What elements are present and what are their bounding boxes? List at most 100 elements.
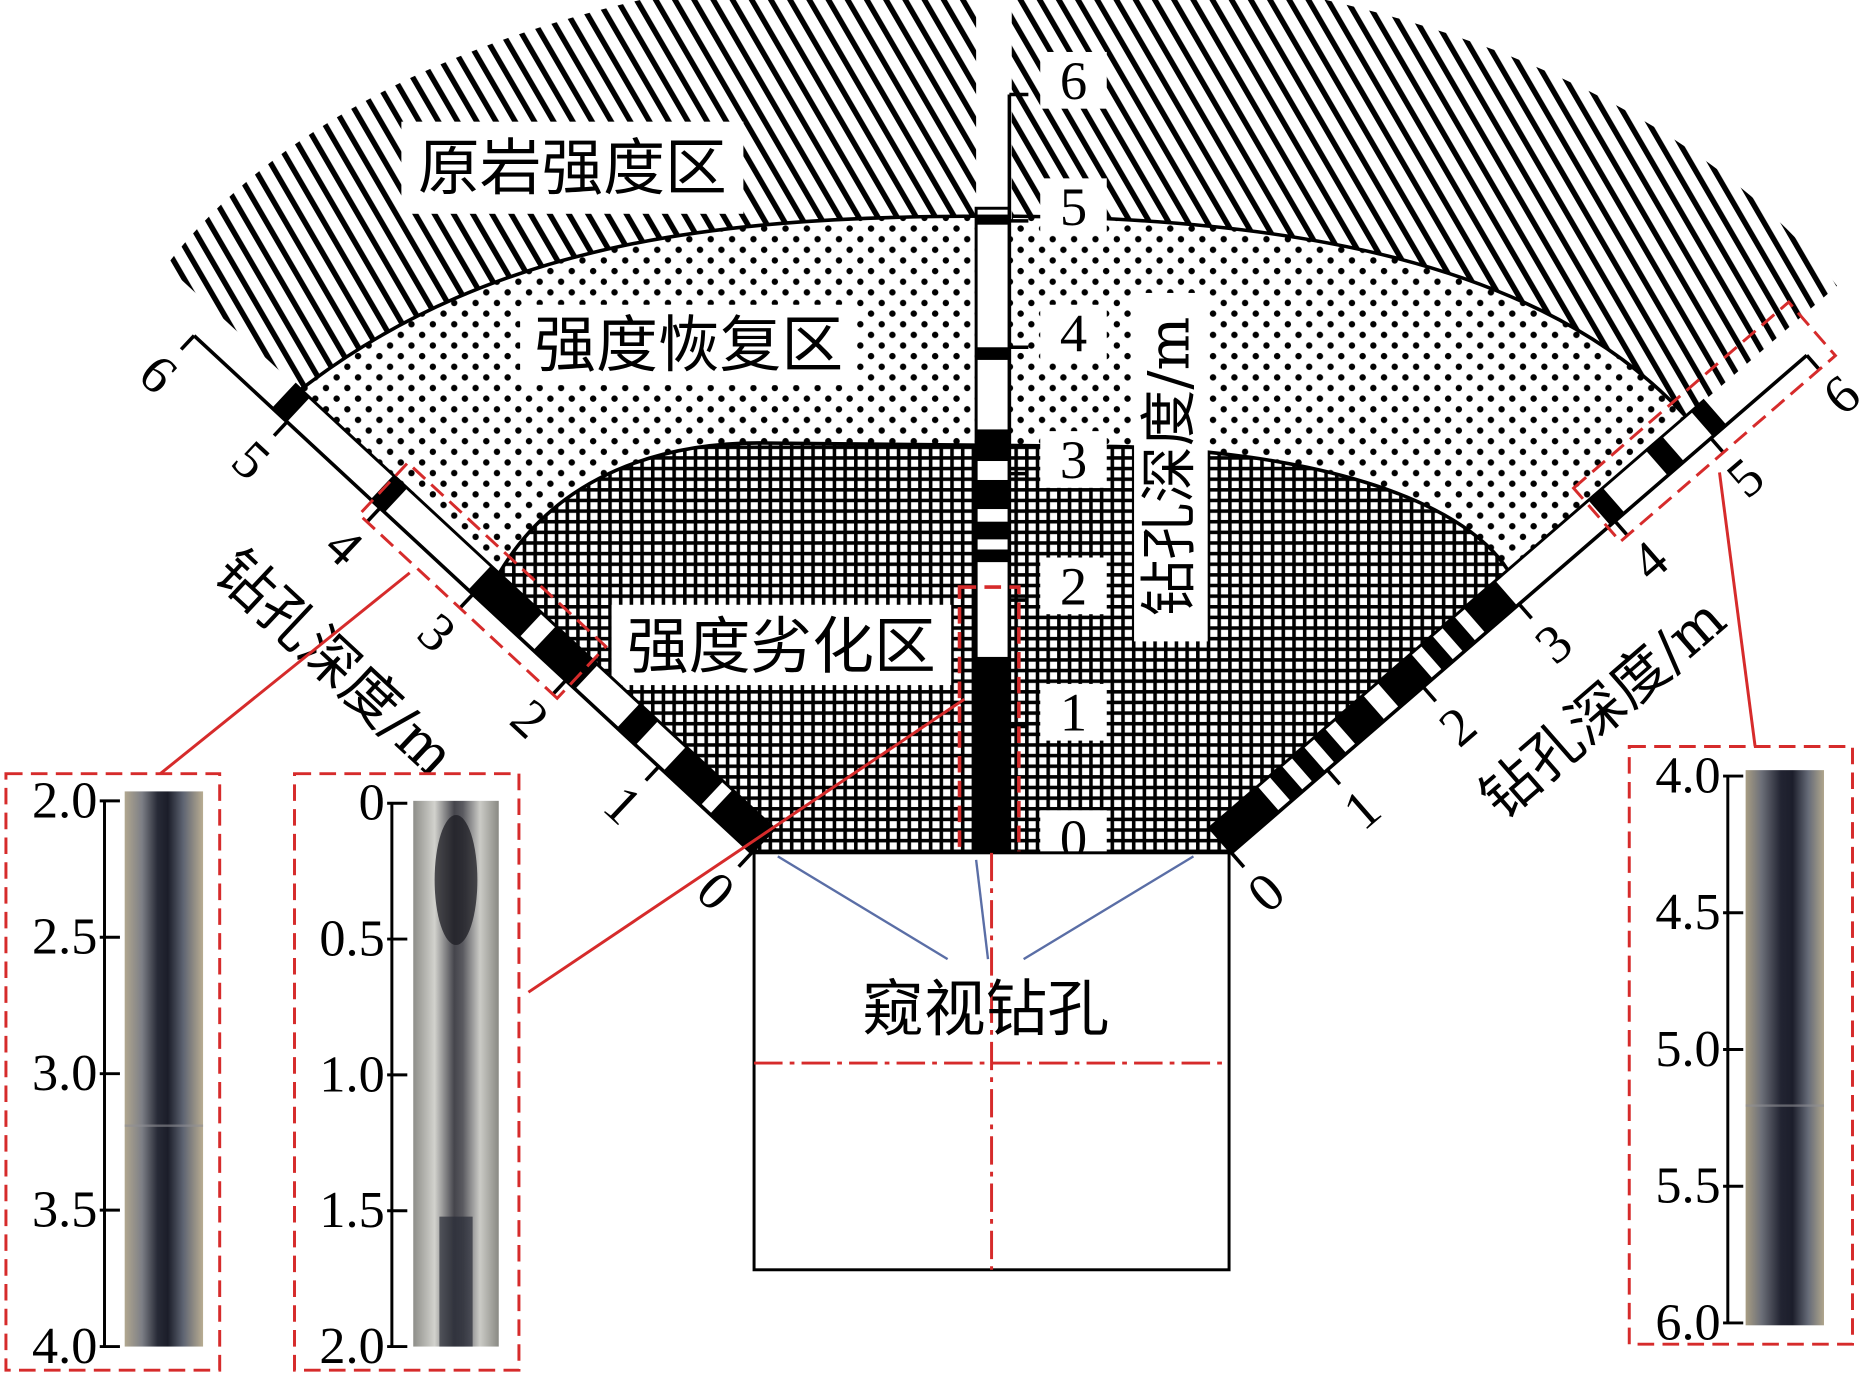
depth-tick (365, 506, 382, 524)
depth-label: 1 (1060, 682, 1087, 743)
center-axis-title-bg (1134, 292, 1208, 642)
depth-label: 1 (1331, 777, 1392, 841)
depth-tick (1613, 519, 1629, 537)
inset-tick-label: 4.0 (32, 1318, 97, 1375)
depth-label: 2 (499, 687, 561, 750)
fracture-segment (468, 565, 543, 638)
inset-tick-label: 5.5 (1655, 1158, 1720, 1215)
fracture-segment (1291, 746, 1326, 783)
depth-label: 2 (1060, 555, 1087, 616)
inset-tick-label: 2.0 (32, 772, 97, 829)
depth-label-bg (1040, 304, 1107, 362)
center-borehole (974, 92, 1029, 855)
degradation-zone-boundary (497, 441, 1510, 575)
depth-tick (551, 679, 568, 696)
borehole-photo-seam (124, 1124, 204, 1127)
original-zone-label: 原岩强度区 (418, 132, 727, 204)
depth-label: 3 (1523, 611, 1584, 675)
borehole-photo-seam (1745, 1104, 1824, 1107)
depth-label: 5 (1060, 176, 1087, 237)
depth-label: 2 (1427, 694, 1488, 758)
fracture-segment (976, 549, 1010, 563)
leader-line-left (777, 855, 949, 961)
depth-tick (644, 765, 661, 782)
inset-tick-label: 1.5 (319, 1182, 384, 1239)
left-borehole (179, 334, 777, 868)
depth-label: 3 (1060, 429, 1087, 490)
depth-label: 1 (592, 773, 654, 836)
fracture-segment (1334, 695, 1385, 746)
connector-left (159, 571, 411, 775)
fracture-segment (976, 656, 1010, 853)
leader-line-right (1023, 855, 1195, 961)
inset-tick-label: 3.5 (32, 1182, 97, 1239)
inset-tick-label: 4.5 (1655, 884, 1720, 941)
degraded-zone-label-bg (611, 604, 952, 686)
connector-right (1718, 472, 1757, 747)
inset-tick-label: 2.5 (32, 909, 97, 966)
depth-label: 0 (685, 859, 747, 922)
fracture-segment (1691, 400, 1726, 437)
right-highlight-box (1571, 300, 1838, 544)
center-gap (976, 0, 1012, 225)
depth-label-bg (1040, 683, 1107, 741)
fracture-segment (616, 703, 659, 746)
depth-label: 6 (128, 342, 190, 405)
inset-left: 2.0 2.5 3.0 3.5 4.0 (4, 772, 222, 1375)
depth-label: 4 (1619, 529, 1680, 593)
leader-line-center (974, 859, 990, 960)
depth-label: 5 (221, 428, 283, 491)
depth-label-bg (1040, 51, 1107, 109)
fracture-segment (1313, 728, 1347, 764)
recovery-zone-label-bg (520, 304, 855, 386)
inset-tick-label: 5.0 (1655, 1021, 1720, 1078)
depth-tick (1230, 851, 1246, 869)
fracture-segment (273, 384, 310, 422)
center-axis-title: 钻孔深度/m (1137, 317, 1203, 617)
depth-label: 4 (1060, 303, 1087, 364)
depth-tick (1805, 354, 1821, 371)
depth-label-bg (1040, 557, 1107, 615)
fracture-segment (1645, 436, 1685, 476)
inset-tick-label: 3.0 (32, 1045, 97, 1102)
fracture-segment (1209, 786, 1280, 853)
depth-label-bg (1040, 178, 1107, 236)
depth-tick (1421, 685, 1438, 703)
inset-center: 00.51.01.52.0 (293, 772, 521, 1375)
fracture-segment (1269, 765, 1304, 802)
fracture-segment (1588, 487, 1625, 526)
fracture-segment (976, 347, 1010, 360)
fracture-segment (1463, 580, 1518, 634)
inset-tick-label: 6.0 (1655, 1295, 1720, 1352)
depth-tick (1325, 768, 1342, 786)
inset-tick-label: 4.0 (1655, 748, 1720, 805)
fracture-segment (976, 521, 1010, 540)
depth-label-bg (1040, 431, 1107, 488)
original-zone-label-bg (401, 121, 744, 214)
inset-tick-label: 2.0 (319, 1318, 384, 1375)
borehole-label: 窥视钻孔 (862, 973, 1109, 1045)
depth-tick (458, 593, 475, 610)
borehole-photo (124, 791, 204, 1347)
inset-tick-label: 1.0 (319, 1046, 384, 1103)
fracture-segment (976, 214, 1010, 225)
depth-label: 4 (314, 515, 376, 578)
depth-tick (272, 420, 289, 437)
fracture-segment (1420, 635, 1454, 671)
inset-right: 4.0 4.5 5.0 5.5 6.0 (1627, 745, 1854, 1352)
fracture-segment (1441, 616, 1476, 653)
depth-tick (1709, 437, 1725, 454)
fracture-segment (370, 475, 408, 513)
inset-tick-label: 0 (359, 775, 385, 832)
degraded-zone-label: 强度劣化区 (627, 611, 936, 683)
borehole-photo-dark-zone (439, 1216, 473, 1347)
fracture-segment (976, 429, 1010, 462)
fracture-segment (1377, 653, 1433, 708)
depth-tick (1517, 602, 1533, 620)
depth-label: 6 (1060, 50, 1087, 111)
depth-tick (737, 851, 753, 868)
borehole-photo-dark-zone (434, 815, 478, 945)
borehole-photo (1745, 770, 1824, 1326)
connector-center (527, 698, 966, 994)
